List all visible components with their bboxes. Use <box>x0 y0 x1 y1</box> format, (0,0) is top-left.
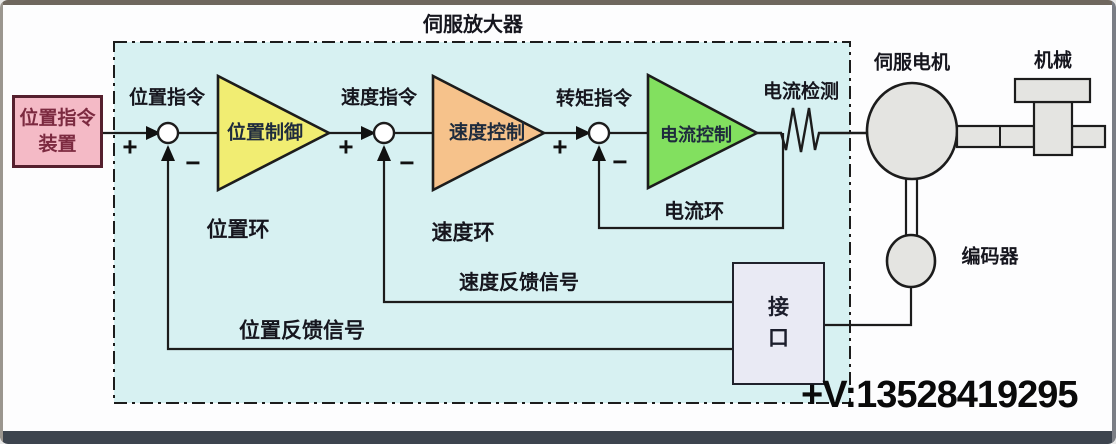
photo-frame-bottom <box>0 431 1116 444</box>
sum2-plus-sign: + <box>338 131 354 162</box>
sum1-plus-sign: + <box>122 131 138 162</box>
servo-amplifier-title: 伺服放大器 <box>423 14 523 36</box>
arrow-speed-feedback <box>377 145 391 161</box>
speed-controller-label: 速度控制 <box>448 122 526 144</box>
sum1-minus-sign: − <box>185 147 201 178</box>
speed-feedback-label: 速度反馈信号 <box>459 272 579 294</box>
sum3-minus-sign: − <box>612 146 628 177</box>
sum3-plus-sign: + <box>552 131 568 162</box>
speed-loop-label: 速度环 <box>431 221 495 245</box>
current-feedback-wire <box>597 133 785 230</box>
position-controller-triangle <box>216 73 332 193</box>
arrow-into-sum2 <box>361 126 376 140</box>
torque-command-label: 转矩指令 <box>555 88 633 110</box>
current-controller-triangle <box>646 72 760 191</box>
summing-junction-current <box>587 121 611 145</box>
photo-frame-right <box>1112 0 1116 444</box>
machine-table <box>1013 77 1092 104</box>
interface-label-line2: 口 <box>768 326 789 350</box>
sum2-minus-sign: − <box>399 147 415 178</box>
position-feedback-label: 位置反馈信号 <box>239 319 365 343</box>
current-controller-label: 电流控制 <box>660 125 732 146</box>
arrow-into-sum3 <box>576 126 591 140</box>
current-detection-label: 电流检测 <box>762 81 840 103</box>
encoder-to-interface-wire <box>825 288 913 327</box>
machine-screw-right <box>1070 124 1107 149</box>
speed-controller-triangle <box>431 73 547 193</box>
summing-junction-speed <box>372 121 396 145</box>
encoder-label: 编码器 <box>961 246 1019 268</box>
position-feedback-wire <box>166 147 732 351</box>
encoder-circle <box>885 233 937 289</box>
servo-motor-circle <box>865 81 959 181</box>
arrow-position-feedback <box>161 145 175 161</box>
command-device-label-line1: 位置指令 <box>19 107 96 129</box>
summing-junction-position <box>156 121 180 145</box>
machine-label: 机械 <box>1033 50 1073 72</box>
position-command-device-box: 位置指令 装置 <box>12 95 103 168</box>
machine-nut-block <box>1032 100 1074 157</box>
machine-screw-left <box>955 124 1036 149</box>
command-device-label-line2: 装置 <box>38 133 77 155</box>
position-command-label: 位置指令 <box>128 87 206 109</box>
photo-frame-left <box>0 0 3 444</box>
position-loop-label: 位置环 <box>206 218 270 242</box>
current-loop-label: 电流环 <box>664 201 724 223</box>
watermark-phone-number: +V:13528419295 <box>801 374 1079 416</box>
arrow-current-feedback <box>592 145 606 161</box>
interface-label-line1: 接 <box>768 296 789 320</box>
speed-feedback-wire <box>382 147 732 304</box>
arrow-into-sum1 <box>146 126 161 140</box>
servo-motor-label: 伺服电机 <box>873 52 951 74</box>
interface-box: 接 口 <box>732 262 825 385</box>
position-controller-label: 位置制御 <box>226 122 304 144</box>
speed-command-label: 速度指令 <box>340 87 418 109</box>
photo-frame-top <box>0 0 1116 5</box>
